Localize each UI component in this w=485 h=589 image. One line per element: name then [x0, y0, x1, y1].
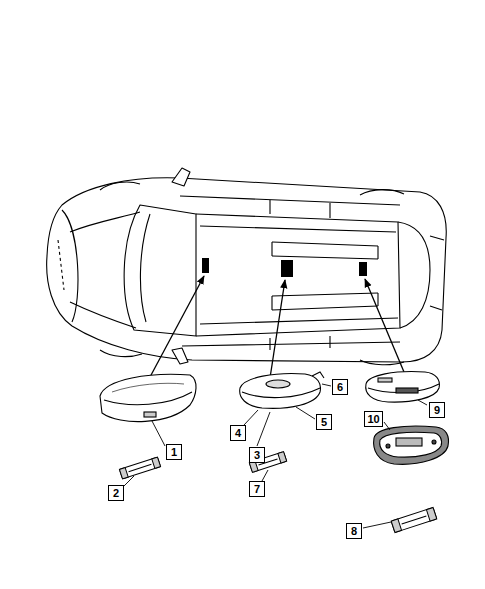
- callout-box: 4: [230, 425, 246, 441]
- callout-box: 9: [429, 402, 445, 418]
- lamp-location: [202, 258, 367, 277]
- callout-box: 1: [166, 444, 182, 460]
- callout-number: 10: [367, 414, 379, 425]
- dome-lamp: [240, 372, 324, 408]
- callout-box: 2: [108, 485, 124, 501]
- callout-box: 3: [249, 447, 265, 463]
- callout-number: 1: [171, 447, 177, 458]
- callout-number: 2: [113, 488, 119, 499]
- vehicle: [47, 168, 447, 365]
- callout-number: 7: [254, 484, 260, 495]
- dome-lamp: [366, 372, 440, 403]
- callout-box: 8: [346, 523, 362, 539]
- callout-number: 6: [337, 382, 343, 393]
- callout-box: 7: [249, 481, 265, 497]
- callout-number: 9: [434, 405, 440, 416]
- callout-box: 10: [364, 411, 383, 427]
- callout-number: 5: [321, 417, 327, 428]
- callout-box: 5: [316, 414, 332, 430]
- location-arrow: [150, 276, 404, 378]
- callout-number: 8: [351, 526, 357, 537]
- callout-number: 4: [235, 428, 241, 439]
- callout-number: 3: [254, 450, 260, 461]
- callout-box: 6: [332, 379, 348, 395]
- leader-line: [123, 384, 427, 528]
- lamp-housing: [374, 426, 449, 464]
- dome-lamp: [100, 374, 196, 421]
- festoon-bulb: [119, 452, 436, 533]
